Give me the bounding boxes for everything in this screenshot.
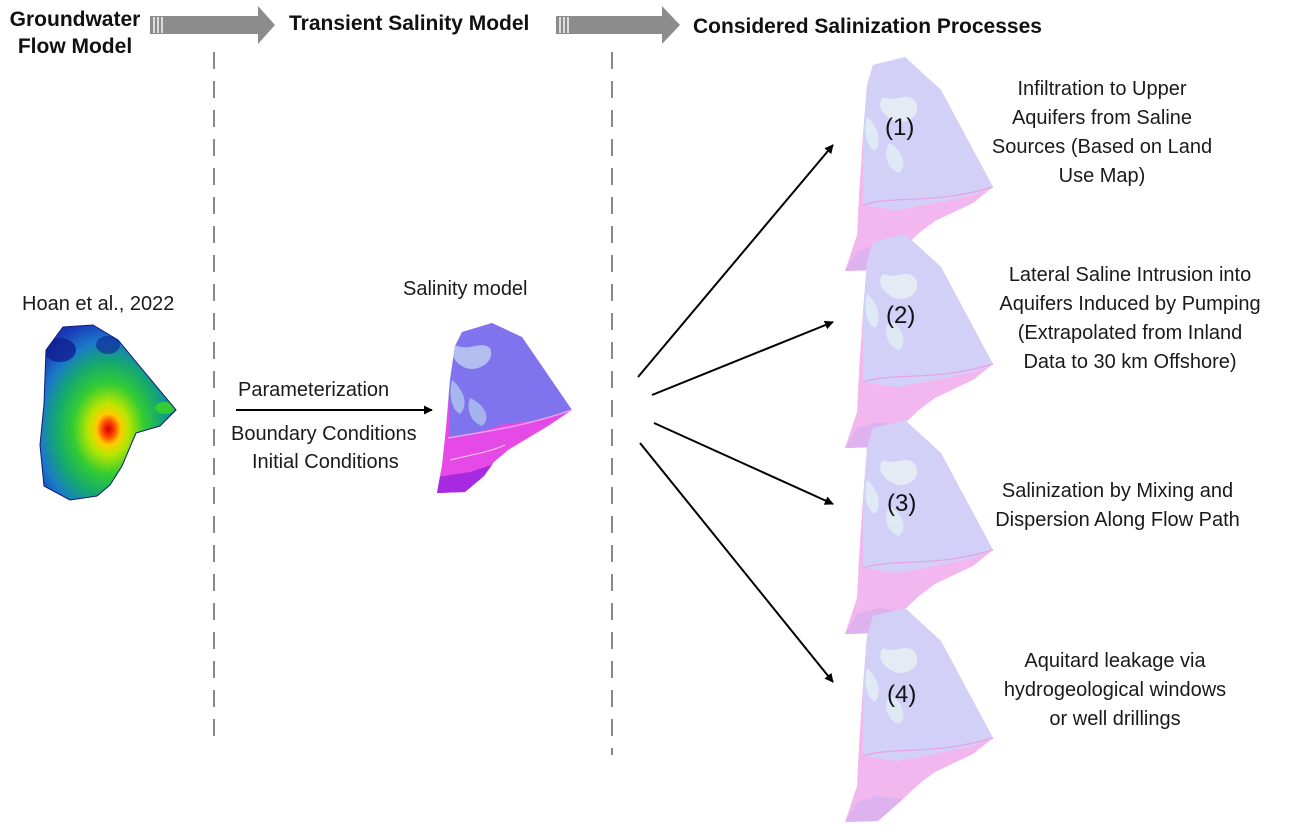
salinity-model-label: Salinity model xyxy=(403,278,528,300)
header-transient: Transient Salinity Model xyxy=(289,12,530,35)
process-4-line: hydrogeological windows xyxy=(1003,679,1227,701)
process-1-number: (1) xyxy=(885,114,915,141)
process-1-text: Infiltration to Upper Aquifers from Sali… xyxy=(972,75,1232,191)
arrow-to-process-4 xyxy=(639,442,834,683)
parameterization-label: Parameterization xyxy=(238,379,390,401)
header-processes: Considered Salinization Processes xyxy=(693,15,1042,38)
process-4-number: (4) xyxy=(887,681,917,708)
process-1-line: Use Map) xyxy=(1058,165,1146,187)
groundwater-map xyxy=(39,324,177,501)
header-groundwater-line2: Flow Model xyxy=(17,35,133,58)
boundary-conditions-label: Boundary Conditions xyxy=(231,423,417,445)
header-groundwater-line1: Groundwater xyxy=(9,8,141,31)
arrow-to-process-2 xyxy=(651,320,834,396)
process-2-line: Aquifers Induced by Pumping xyxy=(999,293,1261,315)
process-4-map xyxy=(844,607,994,823)
process-1-line: Aquifers from Saline xyxy=(1011,107,1193,129)
process-2-text: Lateral Saline Intrusion into Aquifers I… xyxy=(970,261,1290,377)
process-1-line: Sources (Based on Land xyxy=(991,136,1213,158)
process-4-line: or well drillings xyxy=(1049,708,1181,730)
header-groundwater: Groundwater Flow Model xyxy=(0,6,150,60)
header-arrow-1 xyxy=(150,6,275,44)
process-2-line: Lateral Saline Intrusion into xyxy=(1008,264,1252,286)
process-4-line: Aquitard leakage via xyxy=(1024,650,1206,672)
header-arrow-2 xyxy=(556,6,680,44)
initial-conditions-label: Initial Conditions xyxy=(252,451,399,473)
process-3-number: (3) xyxy=(887,490,917,517)
salinity-map xyxy=(437,323,572,493)
process-2-line: (Extrapolated from Inland xyxy=(1017,322,1243,344)
process-4-text: Aquitard leakage via hydrogeological win… xyxy=(980,647,1250,734)
arrow-to-process-1 xyxy=(637,144,834,378)
process-1-line: Infiltration to Upper xyxy=(1017,78,1187,100)
process-2-line: Data to 30 km Offshore) xyxy=(1023,351,1237,373)
process-3-line: Dispersion Along Flow Path xyxy=(995,509,1240,531)
arrow-to-process-3 xyxy=(653,422,834,505)
citation-label: Hoan et al., 2022 xyxy=(22,293,175,315)
process-1-map xyxy=(844,56,994,272)
process-3-text: Salinization by Mixing and Dispersion Al… xyxy=(965,477,1270,535)
process-2-number: (2) xyxy=(886,302,916,329)
process-3-line: Salinization by Mixing and xyxy=(1001,480,1234,502)
